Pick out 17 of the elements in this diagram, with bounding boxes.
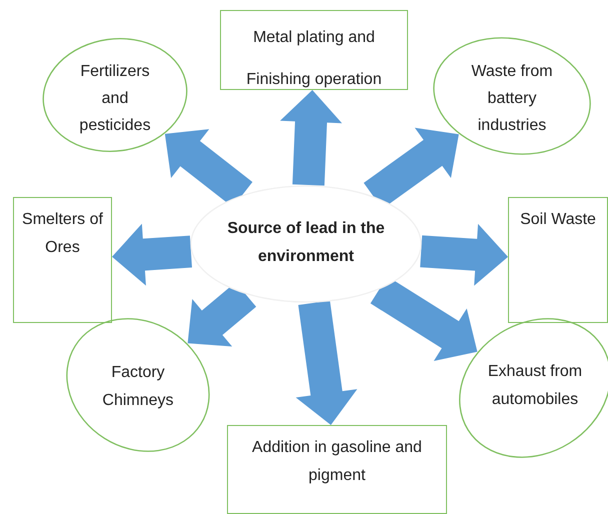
block-arrow	[420, 224, 508, 286]
source-label: Addition in gasoline and pigment	[251, 438, 423, 486]
source-label: Smelters of Ores	[21, 210, 104, 258]
source-box	[220, 10, 408, 90]
source-label: Factory Chimneys	[101, 363, 175, 411]
source-box	[227, 425, 447, 514]
center-title: Source of lead in the environment	[226, 219, 386, 267]
source-label: Waste from battery industries	[470, 62, 554, 136]
source-label: Soil Waste	[520, 210, 596, 230]
source-box	[13, 197, 112, 323]
source-label: Exhaust from automobiles	[486, 362, 584, 410]
source-box	[508, 197, 608, 323]
source-label: Fertilizers and pesticides	[78, 62, 152, 136]
block-arrow	[280, 90, 342, 186]
block-arrow	[296, 300, 358, 425]
block-arrow	[112, 224, 192, 286]
source-label: Metal plating and Finishing operation	[245, 28, 383, 90]
